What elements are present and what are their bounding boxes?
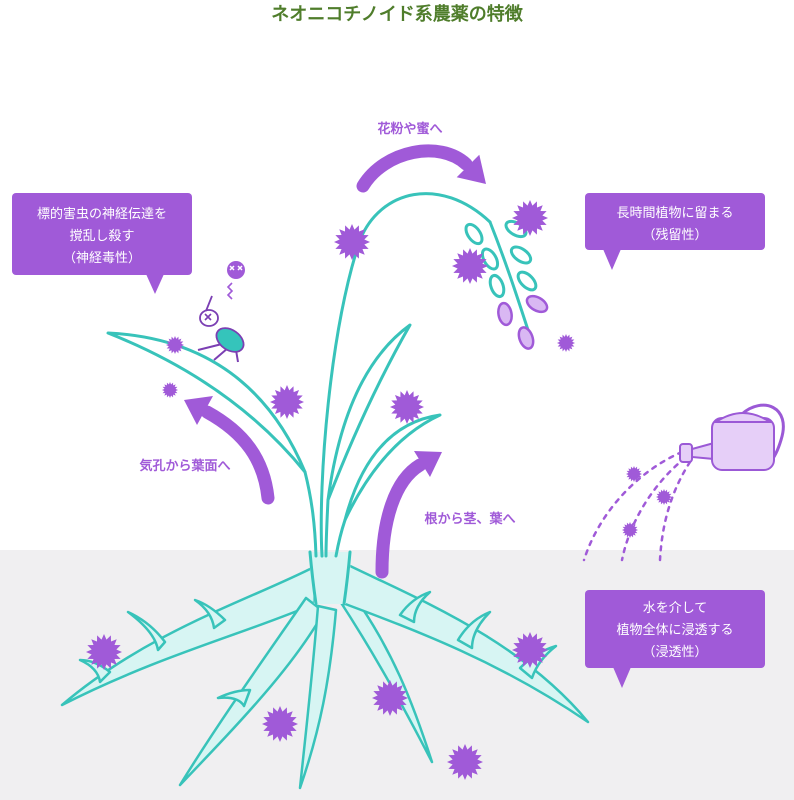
flower-bud (488, 273, 506, 299)
callout-tail (146, 274, 164, 294)
callout-line: （残留性） (642, 228, 707, 243)
arrow-head (184, 396, 213, 425)
rootlet (193, 598, 227, 630)
root-trunk-edge (308, 550, 318, 606)
rootlet (398, 590, 432, 624)
stem-right-tall (324, 498, 330, 558)
root-trunk (308, 552, 352, 604)
flower-bud (516, 270, 538, 292)
arrow-label-via-stomata: 気孔から葉面へ (139, 458, 230, 474)
stem-right-low (334, 518, 347, 558)
callout-line: （神経毒性） (63, 251, 141, 266)
arrow-label-from-roots: 根から茎、葉へ (424, 511, 515, 527)
rootlet (78, 658, 112, 684)
flower-bud (464, 222, 484, 246)
insect-antenna (205, 295, 213, 312)
starburst-particle-icon (512, 200, 548, 236)
callout-line: 標的害虫の神経伝達を (37, 206, 167, 222)
flower-bud (480, 247, 500, 271)
contaminated-bud (497, 301, 513, 327)
dizzy-squiggle (226, 282, 234, 300)
skull-icon (227, 261, 245, 279)
arrow-from-roots: 根から茎、葉へ (375, 451, 516, 579)
starburst-particle-icon (390, 390, 424, 424)
dead-insect-icon (197, 261, 245, 363)
starburst-particle-icon (656, 489, 672, 505)
starburst-particle-icon (557, 334, 575, 352)
starburst-particle-icon (334, 224, 370, 260)
water-spray-line (658, 460, 692, 562)
arrow-label-to-pollen: 花粉や蜜へ (377, 121, 442, 137)
callout-tail (603, 249, 621, 270)
insect-x-eye (204, 313, 212, 321)
water-spray-line (582, 450, 684, 562)
arrow-via-stomata: 気孔から葉面へ (139, 396, 275, 505)
callout-box (12, 193, 192, 275)
water-spray-line (620, 456, 687, 562)
starburst-particle-icon (452, 248, 488, 284)
callout-tail (613, 667, 631, 688)
arrow-shaft (375, 458, 427, 579)
callout-residual: 長時間植物に留まる （残留性） (585, 193, 765, 270)
root-left (60, 564, 318, 707)
flower-head (464, 219, 549, 350)
starburst-particle-icon (162, 382, 178, 398)
rootlet (126, 610, 167, 652)
flower-branch (488, 220, 530, 332)
starburst-particle-icon (86, 634, 122, 670)
arrow-head (414, 451, 442, 477)
page-title: ネオニコチノイド系農薬の特徴 (271, 3, 523, 25)
callout-line: 撹乱し殺す (69, 229, 134, 244)
arrow-to-pollen: 花粉や蜜へ (356, 121, 486, 193)
root-lower-right (336, 594, 434, 764)
contaminated-bud (525, 294, 549, 314)
flower-stalk (319, 192, 492, 558)
starburst-particle-icon (262, 706, 298, 742)
insect-body (215, 327, 245, 353)
stem-left (303, 470, 318, 558)
callout-box (585, 590, 765, 668)
insect-leg (197, 343, 223, 351)
starburst-particle-icon (512, 632, 548, 668)
skull-head (227, 261, 245, 279)
skull-eyes (229, 265, 243, 271)
plant-shoot (106, 192, 492, 558)
arrow-shaft (356, 144, 473, 193)
arrow-shaft (200, 405, 275, 505)
watering-can-icon (582, 403, 785, 562)
starburst-particle-icon (270, 385, 304, 419)
callout-neurotoxicity: 標的害虫の神経伝達を 撹乱し殺す （神経毒性） (12, 193, 192, 294)
arrow-head (456, 154, 486, 184)
callout-line: 植物全体に浸透する (616, 622, 733, 638)
rootlet (456, 610, 492, 650)
root-lower-left (178, 596, 326, 787)
callout-line: 水を介して (643, 601, 708, 616)
can-lid (712, 412, 774, 423)
callout-line: （浸透性） (642, 645, 707, 660)
callout-line: 長時間植物に留まる (616, 206, 733, 221)
can-body (711, 417, 775, 471)
root-center (298, 604, 338, 790)
rootlet (216, 688, 252, 708)
starburst-particle-icon (447, 744, 483, 780)
can-spout (691, 441, 715, 461)
callout-box (585, 193, 765, 250)
root-trunk-edge (342, 550, 352, 606)
starburst-particle-icon (372, 680, 408, 716)
contaminated-bud (517, 326, 535, 350)
starburst-particle-icon (626, 466, 642, 482)
plant-roots (60, 550, 590, 790)
starburst-particle-icon (166, 336, 184, 354)
flower-bud (509, 245, 533, 265)
can-rose (679, 443, 693, 463)
callout-systemic: 水を介して 植物全体に浸透する （浸透性） (585, 590, 765, 688)
starburst-particle-icon (622, 522, 638, 538)
